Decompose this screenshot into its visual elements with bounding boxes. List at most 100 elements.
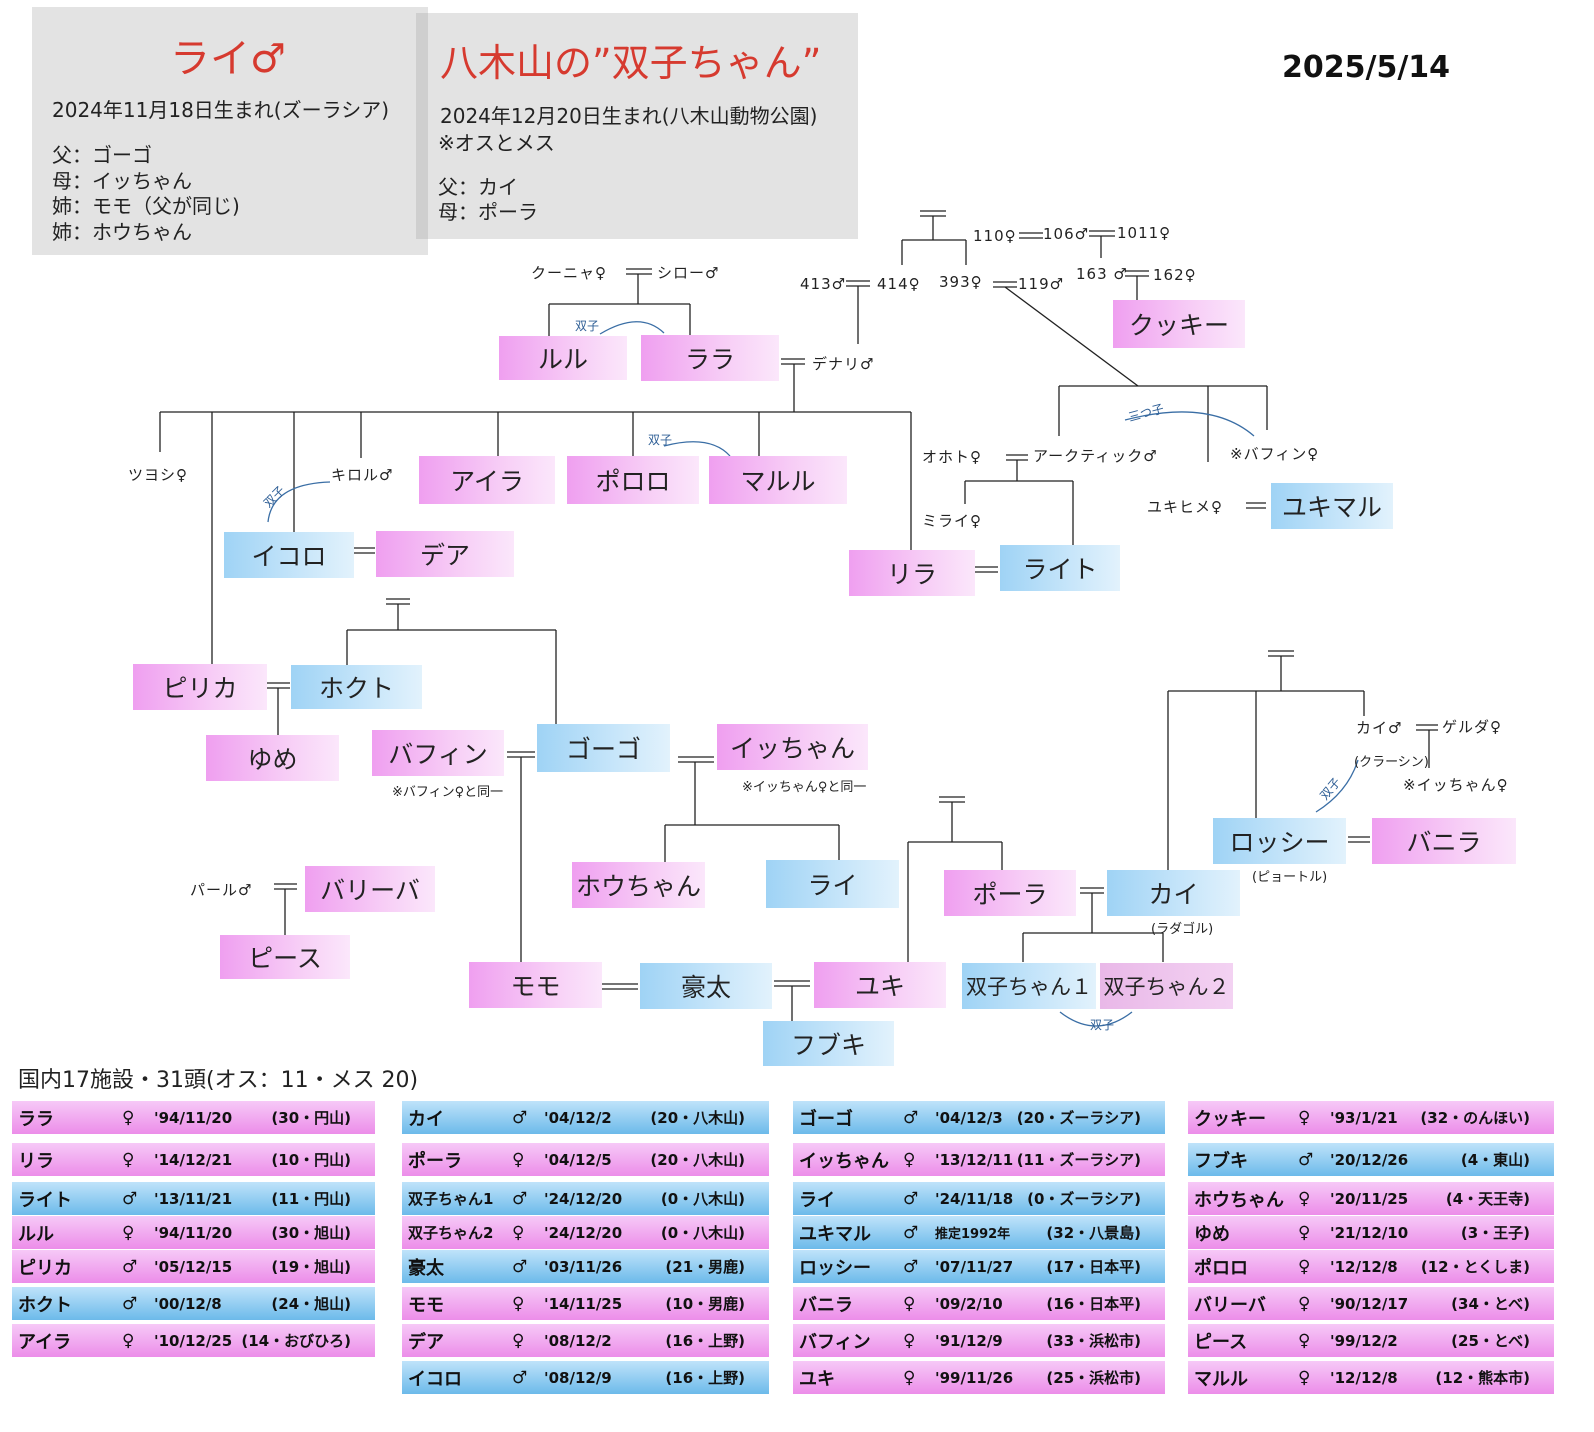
label-kuunya: クーニャ♀ [531, 264, 607, 282]
cell-sex: ♀ [1298, 1256, 1311, 1277]
cell-place: (33・浜松市) [1046, 1332, 1141, 1350]
cell-birth: '14/12/21 [154, 1150, 233, 1169]
cell-sex: ♀ [122, 1107, 135, 1128]
label-icchan-f: ※イッちゃん♀ [1403, 776, 1509, 794]
cell-sex: ♀ [122, 1149, 135, 1170]
box-pororo: ポロロ [567, 456, 699, 504]
table-row: ゆめ♀'21/12/10(3・王子) [1188, 1216, 1554, 1249]
cell-sex: ♀ [512, 1222, 525, 1243]
cell-place: (17・日本平) [1046, 1258, 1141, 1276]
table-row: モモ♀'14/11/25(10・男鹿) [402, 1287, 769, 1320]
cell-place: (25・浜松市) [1046, 1369, 1141, 1387]
cell-name: ユキマル [799, 1223, 871, 1245]
twin-mark-ruru-rara: 双子 [575, 319, 600, 333]
box-maruru: マルル [709, 456, 847, 504]
cell-name: バフィン [799, 1331, 871, 1353]
box-rira: リラ [849, 550, 975, 596]
cell-birth: '24/11/18 [935, 1189, 1014, 1208]
cell-sex: ♀ [122, 1330, 135, 1351]
cell-sex: ♀ [122, 1222, 135, 1243]
cell-birth: '91/12/9 [935, 1331, 1003, 1350]
cell-name: ゴーゴ [799, 1108, 853, 1130]
box-futago2: 双子ちゃん２ [1100, 963, 1233, 1009]
cell-place: (0・八木山) [660, 1224, 745, 1242]
twins-title: 八木山の”双子ちゃん” [440, 41, 822, 85]
cell-sex: ♀ [512, 1293, 525, 1314]
cell-place: (25・とべ) [1451, 1332, 1530, 1350]
box-aira: アイラ [419, 456, 555, 504]
box-piisu: ピース [220, 935, 350, 979]
twins-note: ※オスとメス [438, 131, 555, 155]
box-banira: バニラ [1372, 818, 1516, 864]
cell-birth: '93/1/21 [1330, 1108, 1398, 1127]
table-row: リラ♀'14/12/21(10・円山) [12, 1143, 375, 1176]
cell-birth: '20/12/26 [1330, 1150, 1409, 1169]
cell-sex: ♂ [903, 1107, 919, 1128]
cell-place: (12・とくしま) [1420, 1258, 1530, 1276]
cell-birth: '24/12/20 [544, 1189, 623, 1208]
table-row: クッキー♀'93/1/21(32・のんほい) [1188, 1101, 1554, 1134]
cell-name: ライ [799, 1189, 835, 1211]
table-row: ライト♂'13/11/21(11・円山) [12, 1182, 375, 1215]
cell-place: (20・八木山) [650, 1151, 745, 1169]
cell-name: イコロ [408, 1368, 462, 1390]
cell-place: (20・ズーラシア) [1016, 1109, 1141, 1127]
box-kai: カイ [1107, 870, 1240, 916]
box-gota: 豪太 [640, 963, 772, 1009]
box-raito: ライト [1000, 545, 1120, 591]
cell-birth: '21/12/10 [1330, 1223, 1409, 1242]
cell-sex: ♂ [1298, 1149, 1314, 1170]
rai-father: 父：ゴーゴ [52, 143, 152, 167]
label-119: 119♂ [1018, 275, 1065, 293]
cell-name: モモ [408, 1294, 444, 1316]
cell-sex: ♂ [512, 1107, 528, 1128]
cell-place: (3・王子) [1460, 1224, 1530, 1242]
cell-birth: '99/11/26 [935, 1368, 1014, 1387]
cell-place: (30・円山) [271, 1109, 351, 1127]
cell-sex: ♀ [903, 1149, 916, 1170]
rai-birth: 2024年11月18日生まれ(ズーラシア) [52, 98, 390, 122]
box-rara: ララ [641, 335, 779, 381]
diagram-date: 2025/5/14 [1282, 50, 1451, 85]
label-paaru: パール♂ [190, 881, 253, 899]
box-bariiba: バリーバ [305, 866, 435, 912]
twins-birth: 2024年12月20日生まれ(八木山動物公園) [440, 104, 818, 128]
note-krasin: (クラーシン) [1354, 755, 1429, 770]
table-row: ホクト♂'00/12/8(24・旭山) [12, 1287, 375, 1320]
table-row: ホウちゃん♀'20/11/25(4・天王寺) [1188, 1182, 1554, 1215]
cell-name: ルル [18, 1223, 54, 1245]
cell-name: ポロロ [1194, 1257, 1248, 1279]
box-hokuto: ホクト [291, 665, 422, 709]
cell-birth: '90/12/17 [1330, 1294, 1409, 1313]
cell-name: バニラ [799, 1294, 853, 1316]
cell-place: (34・とべ) [1451, 1295, 1530, 1313]
table-row: ルル♀'94/11/20(30・旭山) [12, 1216, 375, 1249]
box-bafin: バフィン [372, 730, 504, 776]
cell-place: (0・八木山) [660, 1190, 745, 1208]
note-pyotol: (ピョートル) [1252, 870, 1328, 885]
cell-birth: '07/11/27 [935, 1257, 1014, 1276]
cell-name: ピリカ [18, 1257, 72, 1279]
cell-place: (19・旭山) [271, 1258, 351, 1276]
box-rai: ライ [766, 860, 899, 908]
box-ikoro: イコロ [224, 532, 354, 578]
cell-sex: ♀ [903, 1367, 916, 1388]
cell-birth: '24/12/20 [544, 1223, 623, 1242]
cell-name: フブキ [1194, 1150, 1248, 1172]
box-futago1: 双子ちゃん１ [962, 963, 1096, 1009]
cell-name: ゆめ [1194, 1223, 1230, 1245]
note-icchan-same: ※イッちゃん♀と同一 [742, 780, 867, 795]
label-413: 413♂ [800, 275, 847, 293]
cell-birth: '94/11/20 [154, 1108, 233, 1127]
cell-sex: ♂ [512, 1367, 528, 1388]
box-fubuki: フブキ [763, 1021, 894, 1066]
cell-sex: ♂ [122, 1188, 138, 1209]
cell-name: 双子ちゃん1 [408, 1190, 494, 1208]
table-row: 豪太♂'03/11/26(21・男鹿) [402, 1250, 769, 1283]
cell-sex: ♂ [512, 1188, 528, 1209]
cell-place: (4・東山) [1460, 1151, 1530, 1169]
label-163: 163 ♂ [1076, 265, 1128, 283]
rai-info-panel [32, 7, 428, 255]
cell-birth: 推定1992年 [935, 1227, 1011, 1242]
cell-birth: '03/11/26 [544, 1257, 623, 1276]
